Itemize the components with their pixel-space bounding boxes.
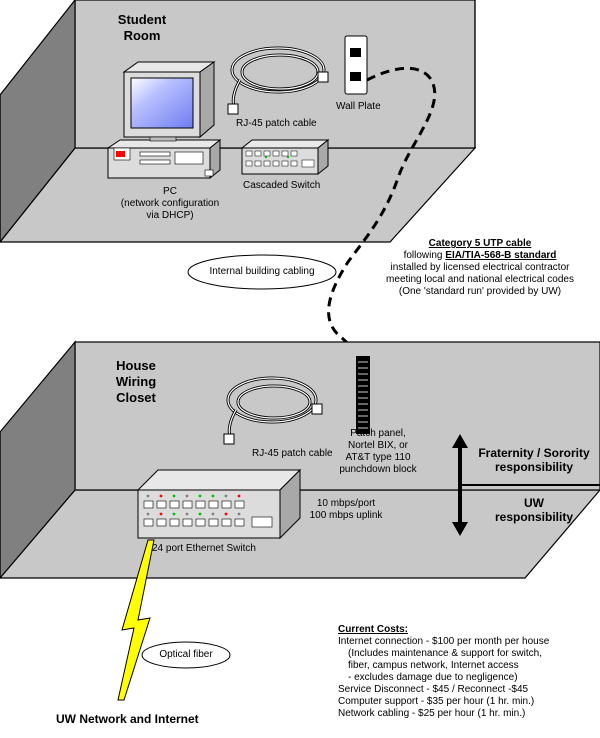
cascaded-switch-label: Cascaded Switch <box>243 180 321 191</box>
current-costs-block: Current Costs: Internet connection - $10… <box>338 624 549 720</box>
uw-responsibility-label: UW responsibility <box>494 496 574 524</box>
student-room-title: Student Room <box>117 12 167 43</box>
cost-line: - excludes damage due to negligence) <box>348 672 518 683</box>
cost-line: fiber, campus network, Internet access <box>348 660 519 671</box>
cost-line: Computer support - $35 per hour (1 hr. m… <box>338 696 535 707</box>
ethernet-switch-icon <box>136 468 302 540</box>
optical-fiber-oval <box>141 641 231 669</box>
switch-speed-label: 10 mbps/port 100 mbps uplink <box>309 498 383 521</box>
cost-line: Internet connection - $100 per month per… <box>338 636 550 647</box>
wall-plate-label: Wall Plate <box>336 101 381 112</box>
ethernet-switch-label: 24 port Ethernet Switch <box>152 543 256 554</box>
wall-plate-icon <box>344 35 368 95</box>
pc-label: PC (network configuration via DHCP) <box>120 186 220 221</box>
closet-title: House Wiring Closet <box>115 358 157 405</box>
cost-line: Service Disconnect - $45 / Reconnect -$4… <box>338 684 529 695</box>
cost-line: Network cabling - $25 per hour (1 hr. mi… <box>338 708 526 719</box>
closet-patch-cable-label: RJ-45 patch cable <box>252 448 333 459</box>
responsibility-divider <box>452 434 600 536</box>
room-patch-cable-label: RJ-45 patch cable <box>236 118 317 129</box>
cascaded-switch-icon <box>240 138 330 176</box>
internal-cabling-oval <box>187 254 337 290</box>
optical-fiber-label: Optical fiber <box>159 649 213 660</box>
fiber-lightning-icon <box>117 539 155 701</box>
category5-cable-line <box>327 66 437 379</box>
patch-panel-icon <box>356 356 370 434</box>
patch-panel-label: Patch panel, Nortel BIX, or AT&T type 11… <box>339 428 417 475</box>
costs-heading: Current Costs: <box>338 624 409 635</box>
pc-computer <box>106 61 222 180</box>
patch-cable-icon <box>227 46 329 115</box>
cabling-spec-text: Category 5 UTP cable following EIA/TIA-5… <box>386 238 574 297</box>
uw-network-label: UW Network and Internet <box>56 712 199 726</box>
cost-line: (Includes maintenance & support for swit… <box>348 648 542 659</box>
internal-cabling-label: Internal building cabling <box>209 266 315 277</box>
fraternity-responsibility-label: Fraternity / Sorority responsibility <box>478 446 590 474</box>
closet-patch-cable-icon <box>223 376 323 445</box>
